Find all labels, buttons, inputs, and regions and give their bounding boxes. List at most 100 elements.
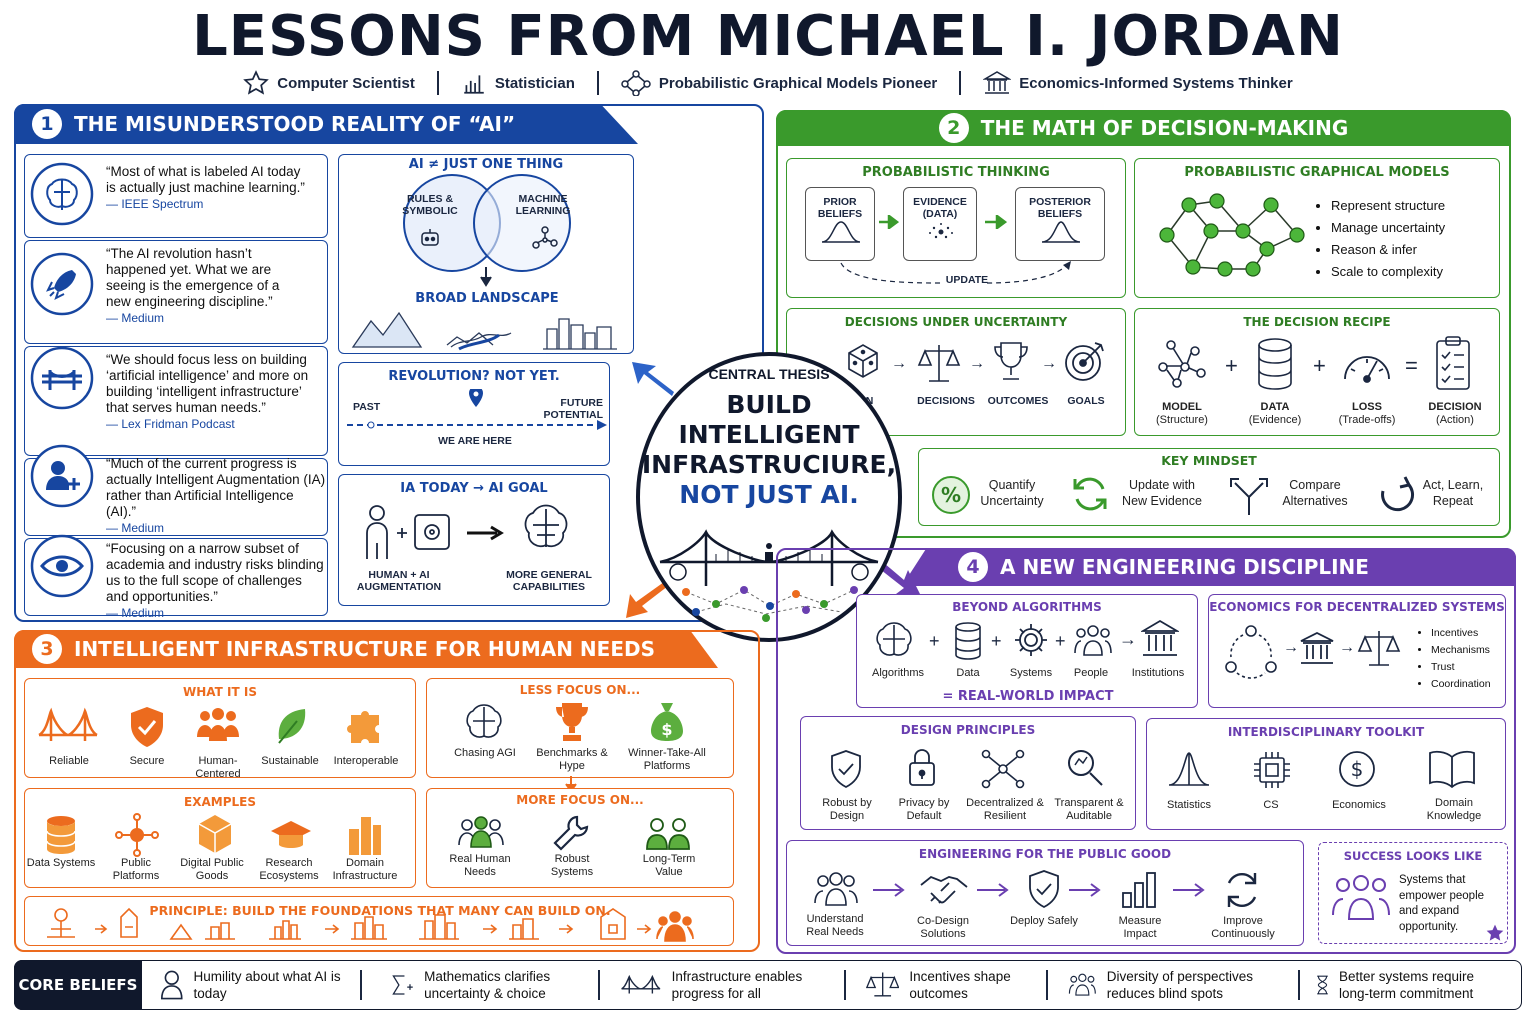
- beyond-item: Data: [956, 667, 980, 679]
- database-icon: [1258, 338, 1292, 390]
- buildings-icon: [349, 817, 381, 855]
- brain-icon: [466, 704, 502, 738]
- database-icon: [955, 622, 981, 660]
- success-text: Systems that empower people and expand o…: [1399, 874, 1485, 933]
- scales-icon: [1357, 631, 1401, 666]
- ia-title: IA TODAY → AI GOAL: [400, 481, 548, 496]
- graduation-cap-icon: [271, 821, 311, 848]
- arrow-right-icon: [977, 883, 1009, 897]
- arrow-right-icon: [1069, 883, 1101, 897]
- beyond-result: = REAL-WORLD IMPACT: [942, 689, 1114, 704]
- examples-box: EXAMPLES Data Systems Public Platforms D…: [24, 788, 416, 888]
- svg-text:%: %: [941, 483, 961, 507]
- beyond-item: Systems: [1009, 667, 1053, 679]
- public-item: Understand Real Needs: [806, 913, 864, 938]
- km-item: Update with New Evidence: [1122, 478, 1202, 508]
- quote-source: — Medium: [106, 606, 165, 620]
- triad-icon: [1225, 625, 1277, 679]
- quotes-column: “Most of what is labeled AI today is act…: [24, 154, 328, 620]
- design-item: Transparent & Auditable: [1054, 797, 1124, 822]
- percent-icon: %: [932, 476, 970, 514]
- recipe-item: MODEL: [1162, 401, 1202, 413]
- people-group-icon: [1332, 875, 1390, 920]
- beyond-title: BEYOND ALGORITHMS: [952, 600, 1102, 614]
- magnifier-icon: [1068, 750, 1103, 786]
- network-icon: [621, 70, 651, 96]
- shield-check-icon: [831, 750, 861, 789]
- people-group-icon: [1068, 973, 1096, 996]
- less-focus-box: LESS FOCUS ON... $ Chasing AGI Benchmark…: [426, 678, 734, 778]
- toolkit-item: Economics: [1332, 799, 1386, 811]
- role-computer-scientist: Computer Scientist: [221, 70, 437, 96]
- venn-box: AI ≠ JUST ONE THING RULES & SYMBOLIC MAC…: [338, 154, 634, 354]
- cube-icon: [198, 815, 232, 853]
- list-item: Reason & infer: [1331, 239, 1445, 261]
- what-it-is-box: WHAT IT IS Reliable Secure Human-Centere…: [24, 678, 416, 780]
- update-loop-arrow: [840, 261, 1071, 284]
- split-arrows-icon: [1230, 478, 1268, 515]
- hourglass-icon: [1317, 975, 1328, 995]
- star-icon: [1486, 924, 1504, 941]
- what-item: Interoperable: [333, 755, 399, 767]
- belief-item: Infrastructure enables progress for all: [600, 968, 844, 1002]
- rocket-icon: [30, 252, 94, 316]
- timeline-here: WE ARE HERE: [438, 435, 512, 447]
- robot-icon: [421, 229, 439, 246]
- landscape-icon: [351, 311, 617, 351]
- example-item: Research Ecosystems: [259, 857, 319, 882]
- equals-sign: =: [1405, 353, 1418, 378]
- model-graph-icon: [1158, 340, 1206, 388]
- core-beliefs-label: CORE BELIEFS: [14, 960, 142, 1010]
- update-label: UPDATE: [945, 274, 989, 286]
- community-icon: [814, 872, 858, 906]
- section-1-header: 1 THE MISUNDERSTOOD REALITY OF “AI”: [14, 104, 638, 144]
- key-mindset-box: KEY MINDSET % Quantify Uncertainty Updat…: [918, 448, 1500, 526]
- belief-item: Diversity of perspectives reduces blind …: [1048, 968, 1298, 1002]
- arrow-down-icon: [480, 267, 492, 287]
- belief-item: Better systems require long-term commitm…: [1300, 968, 1500, 1002]
- roles-bar: Computer Scientist Statistician Probabil…: [0, 70, 1536, 96]
- beyond-item: Institutions: [1131, 667, 1185, 679]
- institution-icon: [983, 71, 1012, 94]
- success-title: SUCCESS LOOKS LIKE: [1343, 849, 1483, 863]
- bar-chart-icon: [464, 75, 484, 94]
- section-title: THE MISUNDERSTOOD REALITY OF “AI”: [74, 112, 516, 136]
- principle-text: PRINCIPLE: BUILD THE FOUNDATIONS THAT MA…: [149, 903, 611, 918]
- person-icon: [160, 970, 183, 1000]
- shield-icon: [131, 707, 163, 747]
- toolkit-title: INTERDISCIPLINARY TOOLKIT: [1227, 725, 1425, 739]
- venn-title: AI ≠ JUST ONE THING: [408, 157, 564, 172]
- pgm-list: Represent structure Manage uncertainty R…: [1331, 195, 1445, 283]
- checklist-icon: [1436, 336, 1470, 390]
- quote-text: “Focusing on a narrow subset of academia…: [106, 541, 324, 604]
- bridge-icon: [621, 974, 661, 994]
- human-ai-icon: [366, 505, 450, 559]
- what-item: Secure: [129, 755, 165, 767]
- list-item: Coordination: [1431, 676, 1491, 693]
- success-box: SUCCESS LOOKS LIKE Systems that empower …: [1318, 842, 1508, 944]
- svg-text:$: $: [661, 720, 672, 739]
- beyond-item: Algorithms: [872, 667, 924, 679]
- recipe-item: LOSS: [1352, 401, 1382, 413]
- recipe-item: DECISION: [1428, 401, 1482, 413]
- section-3-header: 3 INTELLIGENT INFRASTRUCTURE FOR HUMAN N…: [14, 630, 718, 668]
- money-bag-icon: $: [651, 703, 683, 741]
- design-item: Privacy by Default: [898, 797, 950, 822]
- thesis-line: BUILD: [726, 390, 812, 419]
- section-4-header: 4 A NEW ENGINEERING DISCIPLINE: [902, 548, 1516, 586]
- thesis-line: INTELLIGENT: [678, 420, 860, 449]
- prob-thinking-box: PROBABILISTIC THINKING PRIOR BELIEFS EVI…: [786, 158, 1126, 298]
- example-item: Digital Public Goods: [180, 857, 244, 882]
- du-item: DECISIONS: [917, 395, 975, 407]
- brain-icon: [30, 162, 94, 226]
- less-item: Benchmarks & Hype: [536, 747, 608, 772]
- svg-text:$: $: [1351, 757, 1364, 781]
- refresh-icon: [1227, 873, 1257, 907]
- eye-icon: [30, 534, 94, 598]
- arrow-right-icon: [467, 525, 504, 541]
- what-item: Reliable: [49, 755, 89, 767]
- network-icon: [532, 226, 558, 249]
- less-item: Winner-Take-All Platforms: [628, 747, 706, 772]
- dollar-icon: $: [1339, 751, 1375, 787]
- section-number: 3: [32, 634, 62, 664]
